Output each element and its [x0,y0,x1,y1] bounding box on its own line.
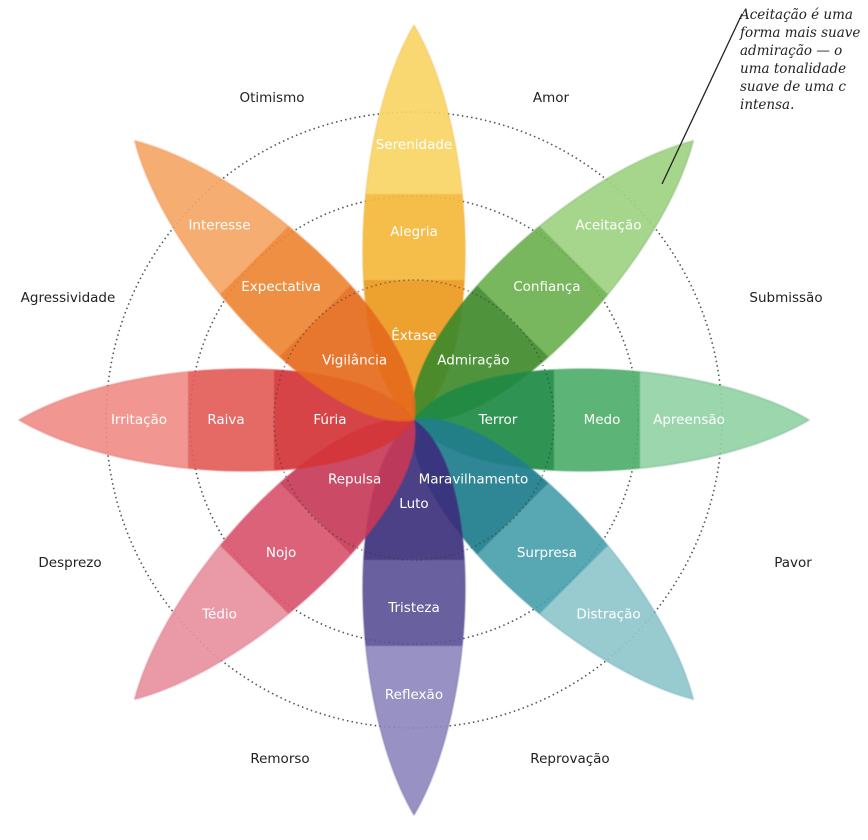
petal-trust-label-inner: Admiração [437,353,509,369]
petal-joy-label-inner: Êxtase [391,326,436,344]
petal-surprise-label-outer: Distração [576,607,640,623]
petal-anticipation-label-outer: Interesse [188,218,250,234]
petal-anger-label-outer: Irritação [111,412,167,428]
outer-label-desprezo: Desprezo [38,555,101,571]
petal-surprise-label-middle: Surpresa [517,545,577,561]
petal-sadness-label-inner: Luto [399,496,428,512]
petal-fear-band-middle [554,368,640,472]
petal-joy-band-middle [362,194,466,280]
outer-label-submissao: Submissão [749,290,822,306]
outer-label-reprovacao: Reprovação [530,751,609,767]
outer-label-agressividade: Agressividade [21,290,116,306]
annotation-pointer-line [661,13,743,185]
petal-anger-band-middle [188,368,274,472]
outer-label-remorso: Remorso [250,751,309,767]
outer-label-otimismo: Otimismo [239,90,304,106]
petal-anticipation-label-middle: Expectativa [241,279,321,295]
petal-surprise-label-inner: Maravilhamento [419,471,529,487]
petal-fear-label-inner: Terror [478,412,518,428]
petal-trust-label-outer: Aceitação [576,218,642,234]
petal-sadness-label-middle: Tristeza [387,600,440,616]
petal-disgust-label-outer: Tédio [201,607,237,623]
petal-trust-label-middle: Confiança [513,279,580,295]
petal-fear-label-middle: Medo [584,412,621,428]
petal-anger-label-inner: Fúria [313,412,346,428]
petal-anticipation-label-inner: Vigilância [322,353,387,369]
inner-guide-circle [273,279,555,561]
petal-disgust-label-middle: Nojo [266,545,296,561]
annotation-text: Aceitação é uma forma mais suave admiraç… [740,7,861,113]
outer-label-amor: Amor [533,90,570,106]
petal-sadness-band-outer [362,646,466,815]
petal-anger-label-middle: Raiva [207,412,244,428]
petal-fear-label-outer: Apreensão [653,412,725,428]
outer-label-pavor: Pavor [774,555,812,571]
petal-sadness-band-middle [362,560,466,646]
petal-disgust-label-inner: Repulsa [328,471,381,487]
petal-joy-label-outer: Serenidade [376,137,452,153]
petal-joy-band-outer [362,25,466,194]
petal-sadness-label-outer: Reflexão [385,687,443,703]
petal-anticipation-outline [133,139,416,422]
petal-joy-label-middle: Alegria [390,224,437,240]
